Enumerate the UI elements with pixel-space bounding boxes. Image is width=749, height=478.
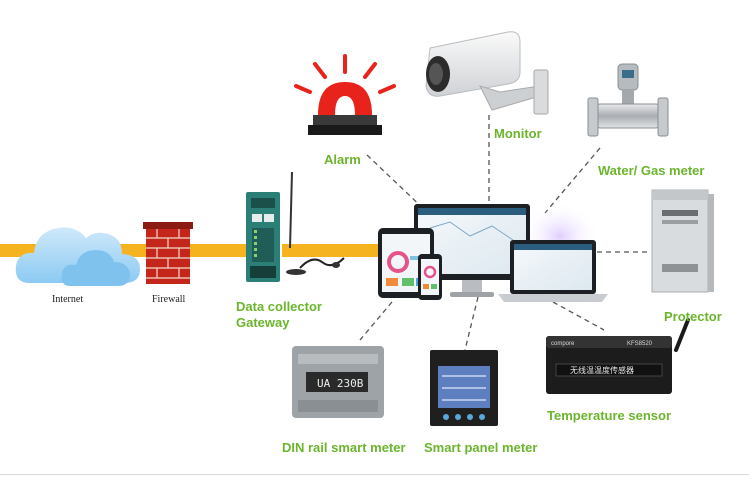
link-temperature-sensor — [552, 301, 605, 331]
temperature-sensor-icon — [546, 318, 690, 394]
gateway-label-line1: Data collector — [236, 299, 322, 314]
din-meter-display-text: UA 230B — [317, 377, 364, 390]
monitor-label: Monitor — [494, 126, 542, 141]
multi-device-platform-icon — [378, 202, 608, 302]
security-camera-icon — [425, 31, 549, 115]
temp-sensor-title-text: 无线温温度传感器 — [570, 365, 634, 375]
flow-meter-icon — [587, 63, 669, 137]
water-gas-meter-label: Water/ Gas meter — [598, 163, 705, 178]
dashed-links — [359, 115, 650, 351]
temp-sensor-brand-text: compore — [551, 341, 575, 347]
protector-cabinet-icon — [651, 189, 714, 293]
alarm-label: Alarm — [324, 152, 361, 167]
cloud-icon — [15, 227, 140, 286]
panel-meter-icon — [430, 350, 498, 426]
brick-wall-icon — [143, 222, 193, 284]
protector-label: Protector — [664, 309, 722, 324]
temperature-sensor-label: Temperature sensor — [547, 408, 672, 423]
smart-panel-meter-label: Smart panel meter — [424, 440, 538, 455]
temp-sensor-model-text: KFS8520 — [627, 341, 653, 347]
din-rail-meter-label: DIN rail smart meter — [282, 440, 406, 455]
gateway-label-line2: Gateway — [236, 315, 290, 330]
siren-icon — [294, 54, 396, 135]
gateway-device-icon — [246, 171, 345, 282]
link-din-rail-meter — [359, 301, 393, 341]
bottom-divider — [0, 474, 749, 475]
firewall-label: Firewall — [152, 294, 186, 305]
link-smart-panel-meter — [464, 296, 479, 351]
internet-label: Internet — [52, 294, 84, 305]
din-rail-meter-icon — [292, 346, 384, 418]
